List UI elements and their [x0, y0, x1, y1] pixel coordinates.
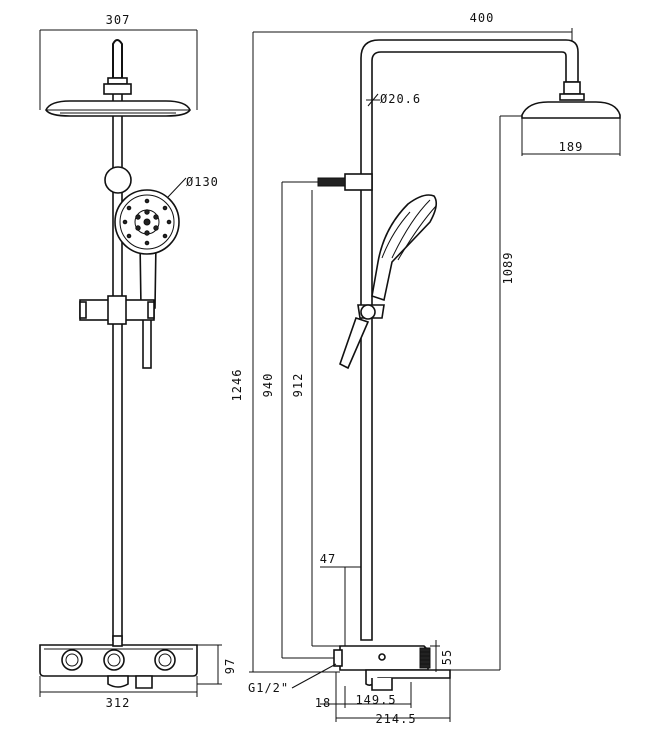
- pipe-diameter-label: Ø20.6: [380, 92, 421, 106]
- front-riser-rail: [112, 39, 123, 641]
- spray-nozzle-pattern: [122, 198, 172, 246]
- front-hand-shower: Ø130: [114, 175, 219, 369]
- inlet-offset-dimension: 47: [320, 552, 361, 646]
- slider-height-label: 940: [261, 373, 275, 398]
- head-height-label: 1089: [501, 252, 515, 285]
- thread-callout: G1/2": [248, 663, 337, 695]
- mixer-height-label: 55: [440, 649, 454, 665]
- vertical-height-dimensions: 1246 940 912: [230, 32, 340, 673]
- inlet-offset-label: 47: [320, 552, 336, 566]
- head-width-label: 189: [559, 140, 584, 154]
- side-hand-shower: [339, 194, 438, 370]
- side-hose-holder: [310, 173, 373, 191]
- side-view: 400 Ø20.6 189 1089: [230, 11, 621, 726]
- front-view: 307: [39, 13, 237, 710]
- top-width-dimension: 307: [39, 13, 198, 110]
- front-overhead-shower: [45, 77, 191, 117]
- head-height-dimension: 1089: [432, 115, 522, 671]
- top-width-label: 307: [106, 13, 131, 27]
- arm-reach-label: 400: [470, 11, 495, 25]
- hand-height-label: 912: [291, 373, 305, 398]
- projection-dimensions: 18 149.5 214.5: [315, 672, 451, 726]
- front-thermostatic-mixer: [39, 635, 198, 689]
- base-height-label: 97: [223, 658, 237, 674]
- front-hose-elbow: [104, 166, 132, 194]
- side-overhead-shower: 189: [521, 81, 621, 156]
- side-riser-and-arm: Ø20.6: [360, 39, 579, 641]
- mixer-height-dimension: 55: [430, 640, 454, 672]
- front-slider-bracket: [79, 295, 155, 325]
- total-projection-label: 214.5: [375, 712, 416, 726]
- side-thermostatic-mixer: [333, 645, 451, 691]
- head-diameter-label: Ø130: [186, 175, 219, 189]
- total-height-label: 1246: [230, 369, 244, 402]
- spout-projection-label: 149.5: [355, 693, 396, 707]
- base-width-label: 312: [106, 696, 131, 710]
- thread-label: G1/2": [248, 681, 289, 695]
- base-dimensions: 312 97: [39, 644, 237, 710]
- wall-gap-label: 18: [315, 696, 331, 710]
